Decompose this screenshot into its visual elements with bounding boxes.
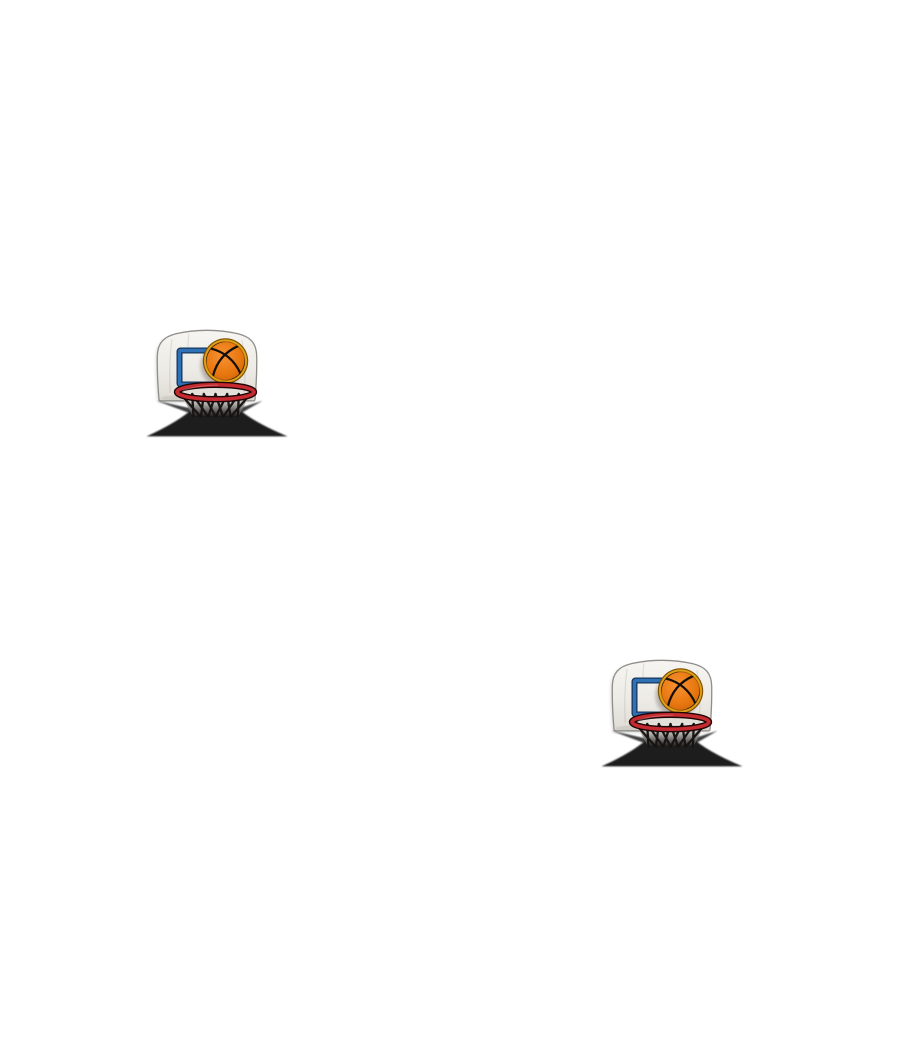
basketball-hoop-patch[interactable] — [597, 658, 747, 770]
basketball-hoop-patch-svg — [597, 658, 747, 770]
basketball-hoop-patch[interactable] — [142, 328, 292, 440]
basketball-hoop-patch-svg — [142, 328, 292, 440]
